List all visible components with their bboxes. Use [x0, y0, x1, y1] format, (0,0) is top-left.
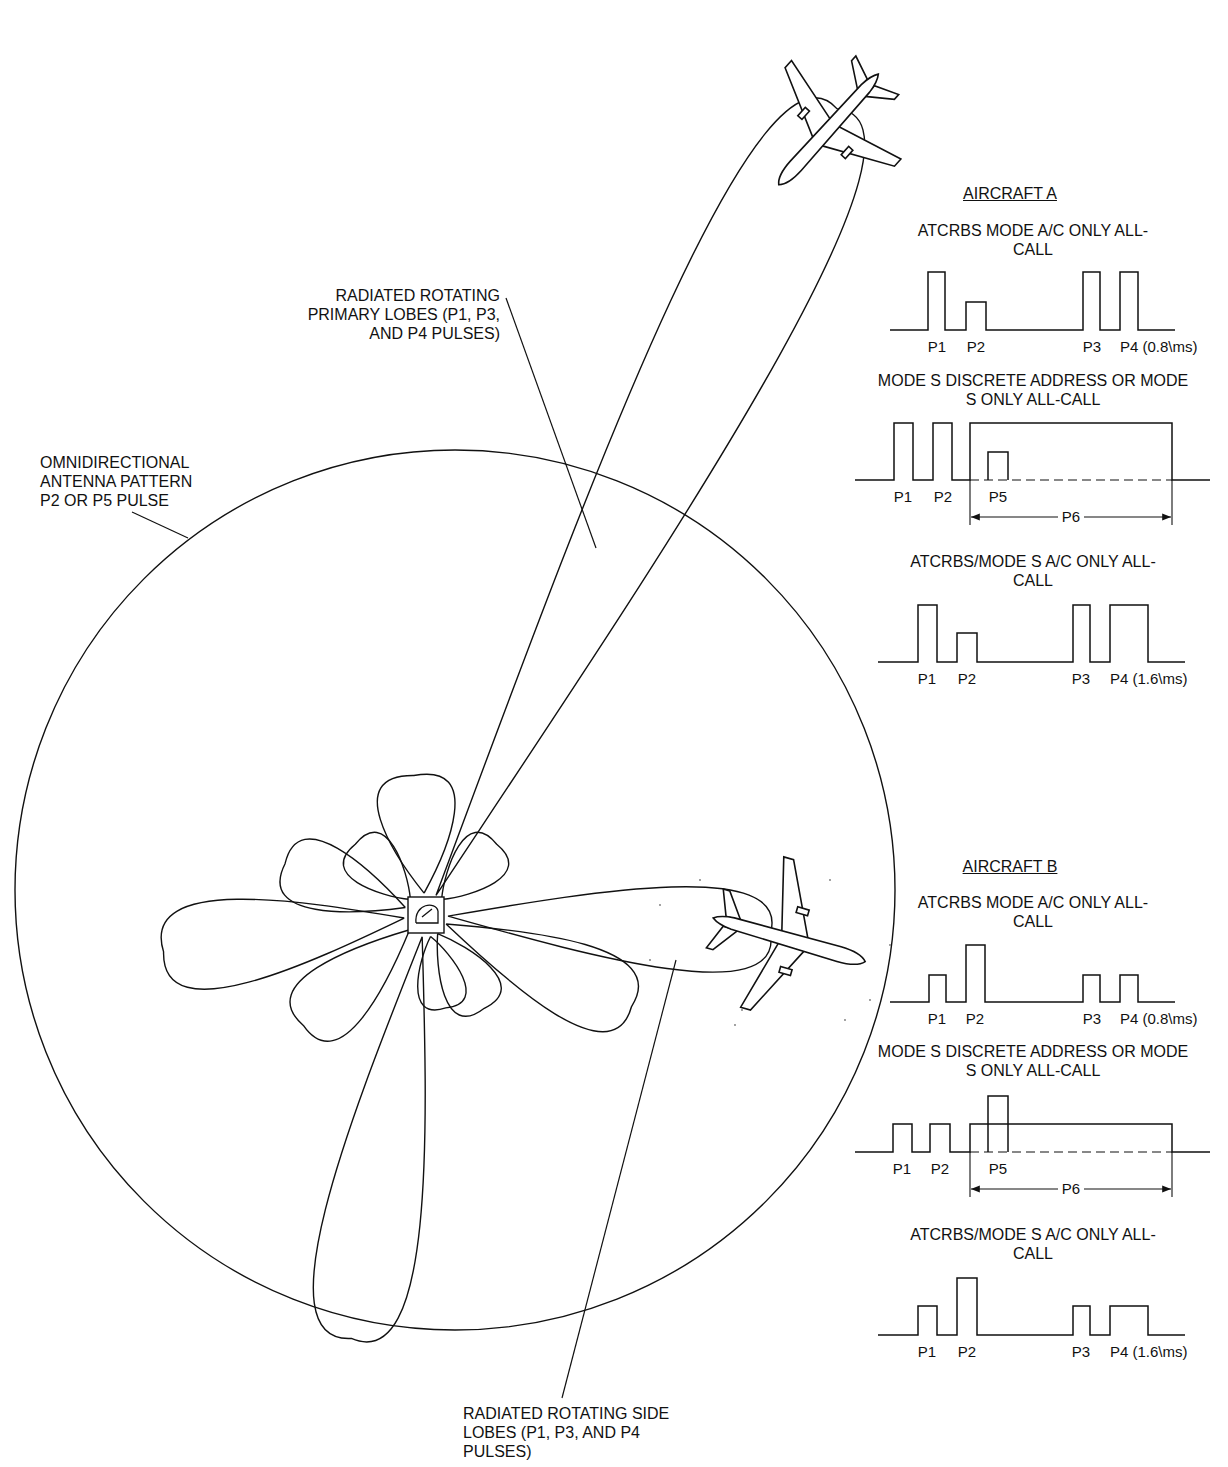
pulse-label: P2 — [967, 338, 985, 355]
pulse-train — [890, 945, 1175, 1002]
pulse-label: P4 (1.6\ms) — [1110, 1343, 1188, 1360]
scatter-dot — [649, 959, 651, 961]
scatter-dot — [699, 879, 701, 881]
pulse-label: P2 — [958, 1343, 976, 1360]
scatter-dot — [741, 1009, 743, 1011]
dashed-baseline — [970, 1151, 1172, 1152]
airplane-part — [764, 857, 828, 939]
side-lobe — [302, 928, 470, 1348]
pulse-label: P1 — [918, 1343, 936, 1360]
pulse-label: P3 — [1072, 1343, 1090, 1360]
scatter-dot — [889, 944, 891, 946]
pulse-label: P2 — [958, 670, 976, 687]
aircraft-a — [724, 25, 933, 234]
side-lobe — [414, 919, 509, 1024]
pulse-train — [890, 272, 1175, 330]
annotation-label: ATCRBS MODE A/C ONLY ALL-CALL — [908, 893, 1158, 931]
dimension-tick — [969, 1152, 970, 1197]
scatter-dot — [659, 904, 661, 906]
pulse-train — [878, 1278, 1185, 1335]
pulse-label: P2 — [966, 1010, 984, 1027]
scatter-dot — [734, 1024, 736, 1026]
annotation-label: ATCRBS/MODE S A/C ONLY ALL-CALL — [903, 552, 1163, 590]
leader-line — [506, 298, 596, 548]
annotation-label: ATCRBS/MODE S A/C ONLY ALL-CALL — [903, 1225, 1163, 1263]
dimension-tick — [1171, 1152, 1172, 1197]
pulse-label: P1 — [928, 338, 946, 355]
annotation-label: RADIATED ROTATING PRIMARY LOBES (P1, P3,… — [290, 286, 500, 343]
side-lobe — [273, 832, 417, 940]
airplane-part — [711, 911, 867, 969]
pulse-label: P4 (0.8\ms) — [1120, 1010, 1198, 1027]
aircraft-heading: AIRCRAFT A — [963, 184, 1057, 203]
pulse-train — [855, 423, 1210, 480]
airplane-part — [741, 938, 805, 1020]
annotation-label: MODE S DISCRETE ADDRESS OR MODE S ONLY A… — [873, 371, 1193, 409]
pulse-label: P1 — [894, 488, 912, 505]
antenna-symbol — [408, 897, 444, 933]
dimension-tick — [969, 480, 970, 525]
pulse-label: P4 (0.8\ms) — [1120, 338, 1198, 355]
antenna-dish — [416, 905, 438, 923]
pulse-label: P5 — [989, 488, 1007, 505]
scatter-dot — [844, 1019, 846, 1021]
scatter-dot — [829, 879, 831, 881]
dimension-tick — [1171, 480, 1172, 525]
pulse-label: P2 — [931, 1160, 949, 1177]
leader-line — [132, 512, 188, 538]
airplane-part — [773, 69, 883, 189]
side-lobe — [375, 772, 463, 897]
pulse-label: P5 — [989, 1160, 1007, 1177]
p5-pulse — [988, 1096, 1008, 1152]
annotation-label: RADIATED ROTATING SIDE LOBES (P1, P3, AN… — [463, 1404, 678, 1461]
aircraft-heading: AIRCRAFT B — [963, 857, 1058, 876]
pulse-label: P3 — [1083, 1010, 1101, 1027]
airplane-part — [841, 146, 853, 158]
airplane-part — [779, 966, 792, 975]
dashed-baseline — [970, 479, 1172, 480]
pulse-label: P4 (1.6\ms) — [1110, 670, 1188, 687]
airplane-part — [796, 907, 809, 916]
annotation-label: MODE S DISCRETE ADDRESS OR MODE S ONLY A… — [873, 1042, 1193, 1080]
pulse-train — [878, 605, 1185, 662]
pulse-label: P6 — [1058, 1180, 1084, 1197]
pulse-train — [855, 1124, 1210, 1152]
pulse-label: P3 — [1083, 338, 1101, 355]
annotation-label: ATCRBS MODE A/C ONLY ALL-CALL — [908, 221, 1158, 259]
annotation-label: OMNIDIRECTIONAL ANTENNA PATTERN P2 OR P5… — [40, 453, 212, 510]
pulse-label: P6 — [1058, 508, 1084, 525]
side-lobe — [157, 875, 411, 996]
primary-lobe — [381, 78, 894, 924]
aircraft-b — [692, 843, 887, 1037]
side-lobe — [430, 888, 648, 1043]
pulse-label: P1 — [928, 1010, 946, 1027]
pulse-label: P3 — [1072, 670, 1090, 687]
pulse-label: P1 — [893, 1160, 911, 1177]
pulse-label: P2 — [934, 488, 952, 505]
airplane-part — [798, 107, 810, 119]
leader-line — [562, 960, 676, 1398]
p5-pulse — [988, 452, 1008, 480]
scatter-dot — [869, 999, 871, 1001]
pulse-label: P1 — [918, 670, 936, 687]
omni-pattern — [15, 450, 895, 1330]
